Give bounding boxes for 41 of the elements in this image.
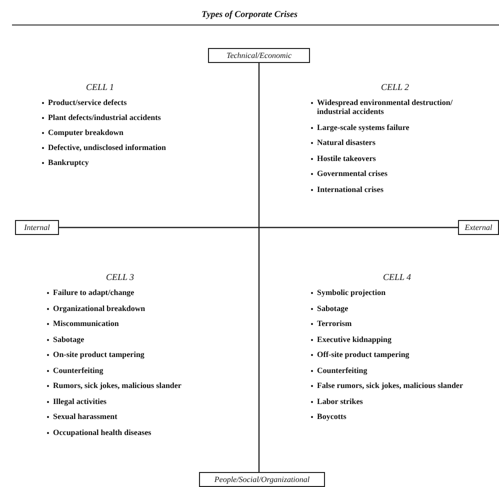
list-item: Miscommunication bbox=[53, 319, 119, 328]
list-item: Natural disasters bbox=[317, 138, 376, 147]
list-item: On-site product tampering bbox=[53, 350, 144, 359]
list-item: Boycotts bbox=[317, 412, 346, 421]
list-item: Labor strikes bbox=[317, 396, 363, 406]
list-item: Counterfeiting bbox=[53, 366, 104, 374]
list-item: Sexual harassment bbox=[53, 412, 118, 421]
list-item: Counterfeiting bbox=[317, 366, 368, 374]
list-item: Hostile takeovers bbox=[317, 154, 376, 162]
list-item: Executive kidnapping bbox=[317, 334, 392, 344]
axis-label-box: Technical/Economic bbox=[208, 48, 310, 63]
cell-heading: CELL 3 bbox=[104, 272, 136, 282]
list-item: Plant defects/industrial accidents bbox=[48, 113, 161, 122]
list-item: Computer breakdown bbox=[48, 128, 124, 137]
list-item: Large-scale systems failure bbox=[317, 122, 410, 132]
list-item: Terrorism bbox=[317, 319, 352, 328]
cell-heading: CELL 4 bbox=[382, 272, 412, 282]
list-item: Illegal activities bbox=[53, 396, 107, 406]
axis-label-box: People/Social/Organizational bbox=[199, 472, 325, 487]
list-item: Symbolic projection bbox=[317, 288, 386, 297]
list-item: Sabotage bbox=[317, 304, 348, 312]
list-item: Rumors, sick jokes, malicious slander bbox=[53, 381, 182, 390]
axis-line bbox=[59, 226, 458, 228]
axis-label-box: External bbox=[458, 220, 499, 235]
list-item: Organizational breakdown bbox=[53, 304, 146, 312]
cell-heading: CELL 2 bbox=[380, 82, 410, 92]
list-item: Defective, undisclosed information bbox=[48, 143, 166, 152]
list-item: International crises bbox=[317, 184, 384, 194]
list-item: Off-site product tampering bbox=[317, 350, 410, 359]
list-item: Bankruptcy bbox=[48, 158, 89, 167]
list-item: Failure to adapt/change bbox=[53, 288, 134, 297]
list-item: Occupational health diseases bbox=[53, 428, 152, 436]
list-item: False rumors, sick jokes, malicious slander bbox=[317, 381, 463, 390]
axis-line bbox=[258, 63, 260, 472]
cell-heading: CELL 1 bbox=[84, 82, 116, 92]
list-item: Sabotage bbox=[53, 334, 84, 344]
list-item: Governmental crises bbox=[317, 169, 388, 178]
list-item: Product/service defects bbox=[48, 98, 127, 107]
list-item: Widespread environmental destruction/ industrial accidents bbox=[317, 98, 454, 116]
diagram-title: Types of Corporate Crises bbox=[200, 9, 298, 19]
axis-label-box: Internal bbox=[15, 220, 59, 235]
